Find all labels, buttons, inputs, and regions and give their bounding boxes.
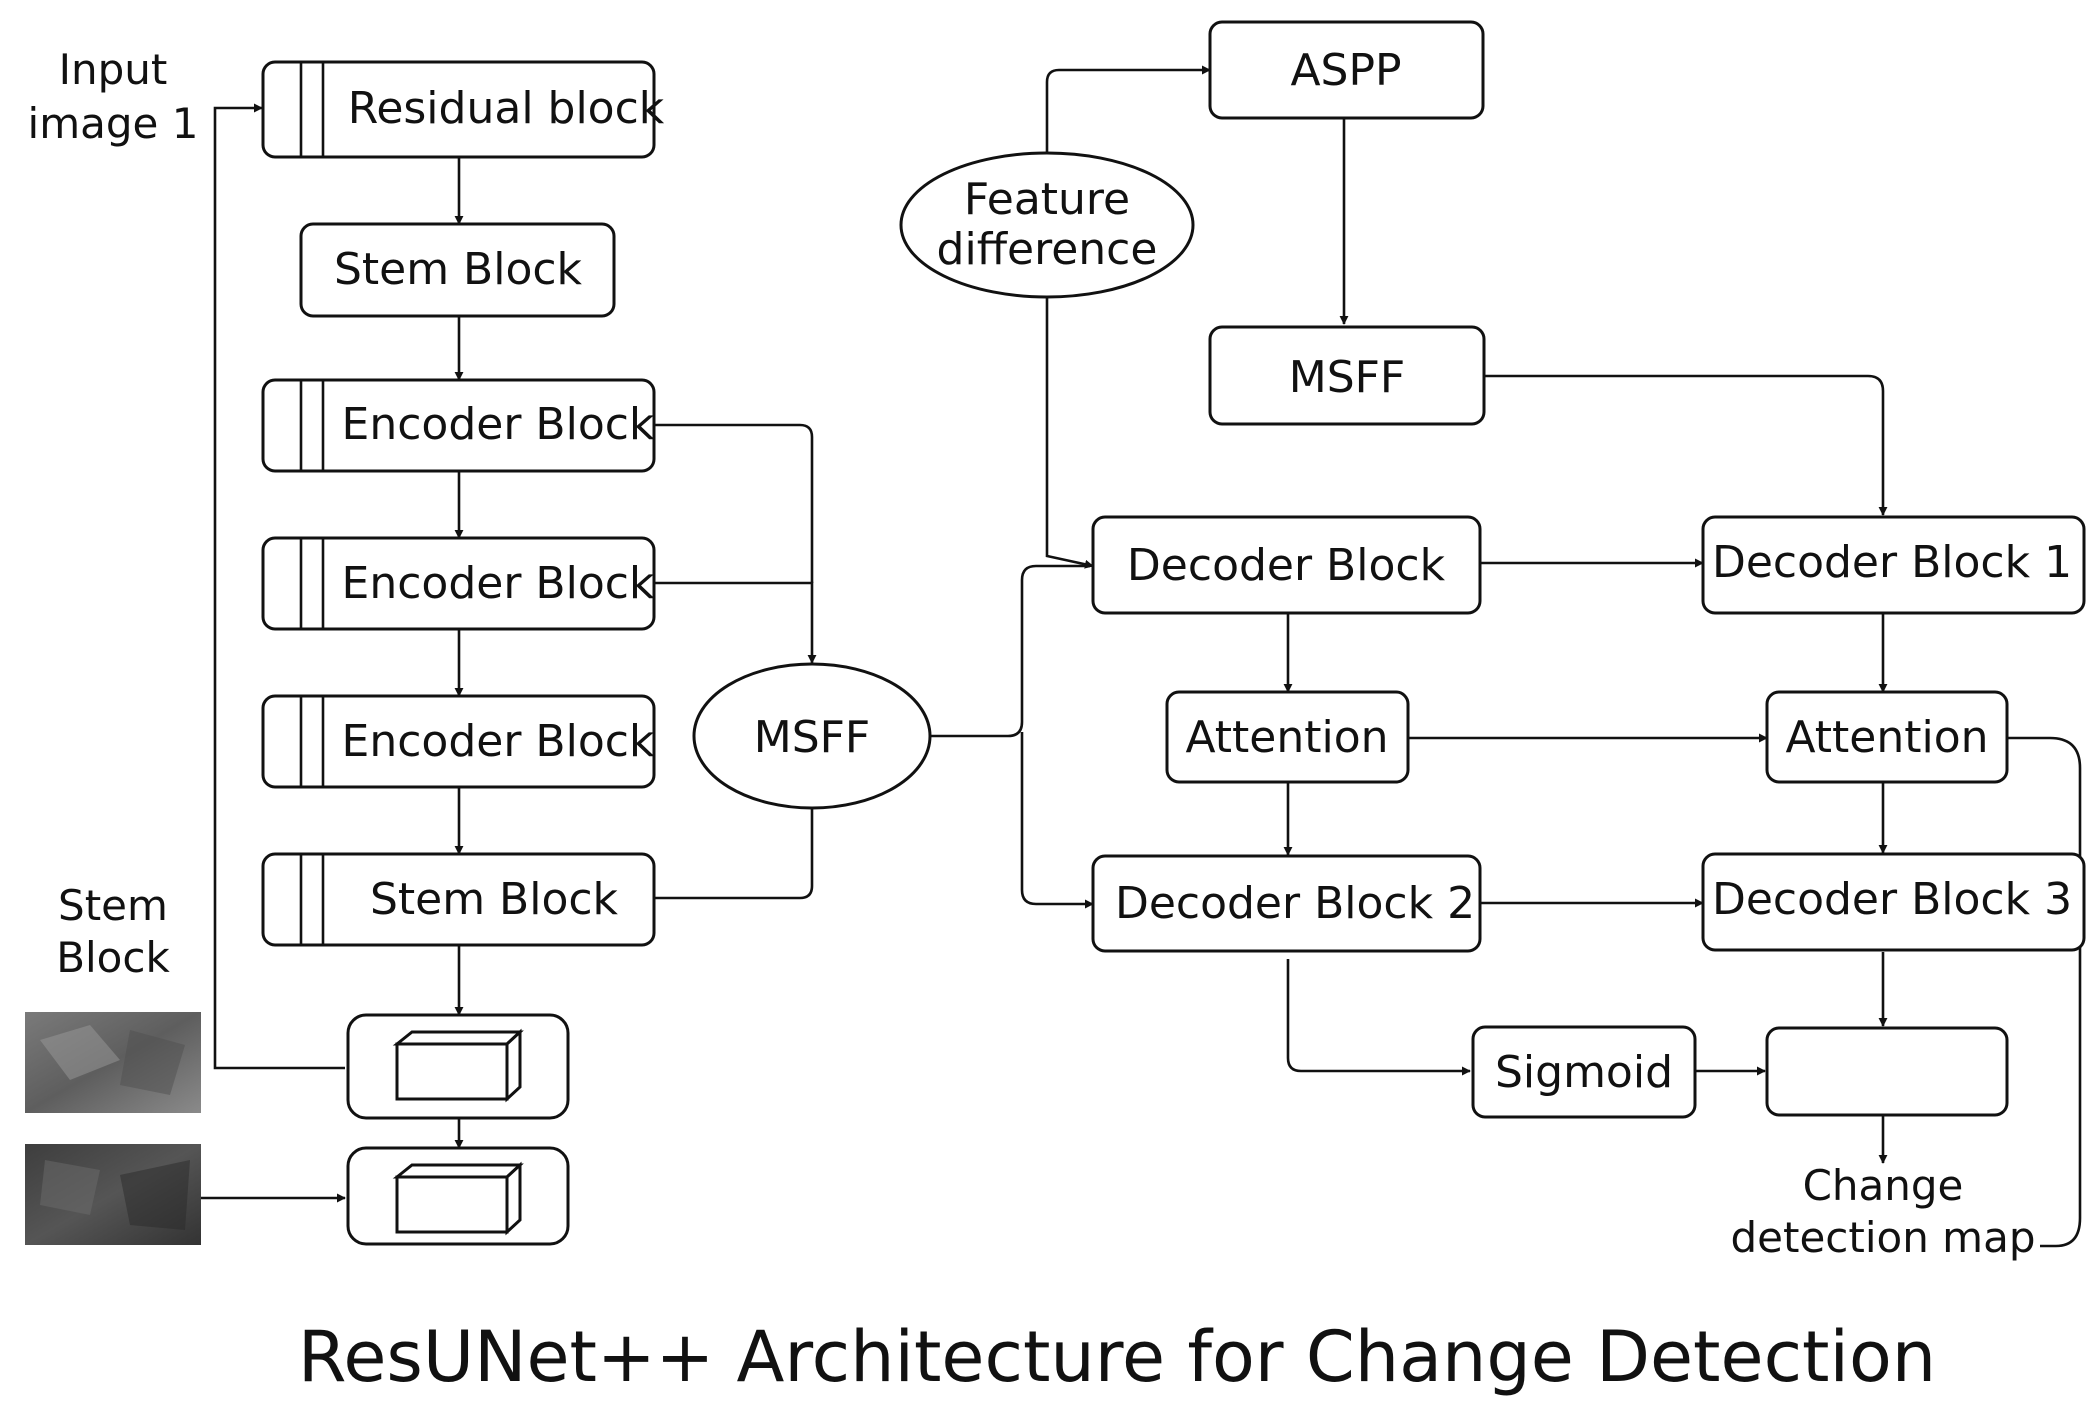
msff-top-label: MSFF [1289, 352, 1406, 403]
input-image-1-thumbnail [25, 1012, 201, 1113]
decoder-block-2: Decoder Block 2 [1091, 854, 1482, 953]
msff-left-label: MSFF [754, 712, 871, 763]
feature-cube-box-1 [346, 1013, 570, 1120]
attention-right-label: Attention [1785, 712, 1988, 763]
diagram-title: ResUNet++ Architecture for Change Detect… [298, 1316, 1936, 1398]
input-image-2-thumbnail [25, 1144, 201, 1245]
encoder-block-2-label: Encoder Block [342, 558, 655, 609]
decoder-block: Decoder Block [1091, 515, 1482, 615]
feature-difference-line2: difference [937, 224, 1158, 275]
residual-block-label: Residual block [348, 83, 665, 134]
aspp-label: ASPP [1290, 45, 1401, 96]
msff-top: MSFF [1208, 325, 1486, 426]
decoder-block-3: Decoder Block 3 [1701, 852, 2086, 952]
sigmoid-label: Sigmoid [1495, 1047, 1673, 1098]
encoder-block-1: Encoder Block [261, 378, 656, 473]
connectors [200, 65, 2082, 1248]
stem-block-top-label: Stem Block [334, 244, 583, 295]
output-box [1765, 1026, 2009, 1117]
sigmoid-block: Sigmoid [1471, 1025, 1697, 1119]
encoder-block-1-label: Encoder Block [342, 399, 655, 450]
encoder-block-3-label: Encoder Block [342, 716, 655, 767]
attention-left-label: Attention [1185, 712, 1388, 763]
stem-label-line1: Stem [58, 881, 168, 930]
residual-block: Residual block [261, 60, 665, 159]
stem-block-bottom-label: Stem Block [370, 874, 619, 925]
change-detection-map-line1: Change [1803, 1161, 1964, 1210]
feature-difference: Feature difference [899, 151, 1195, 299]
input-label-line2: image 1 [28, 99, 199, 148]
decoder-block-1-label: Decoder Block 1 [1712, 537, 2072, 588]
encoder-block-2: Encoder Block [261, 536, 656, 631]
msff-left: MSFF [692, 662, 932, 810]
input-label-line1: Input [59, 45, 168, 94]
stem-block-bottom: Stem Block [261, 852, 656, 947]
attention-right: Attention [1765, 690, 2009, 784]
decoder-block-3-label: Decoder Block 3 [1712, 874, 2072, 925]
decoder-block-label: Decoder Block [1127, 540, 1446, 591]
decoder-block-1: Decoder Block 1 [1701, 515, 2086, 615]
stem-block-top: Stem Block [299, 222, 616, 318]
stem-label-line2: Block [56, 933, 170, 982]
attention-left: Attention [1165, 690, 1410, 784]
encoder-block-3: Encoder Block [261, 694, 656, 789]
change-detection-map-line2: detection map [1730, 1213, 2035, 1262]
aspp-block: ASPP [1208, 20, 1485, 120]
feature-difference-line1: Feature [964, 174, 1130, 225]
decoder-block-2-label: Decoder Block 2 [1115, 878, 1475, 929]
feature-cube-box-2 [346, 1146, 570, 1246]
